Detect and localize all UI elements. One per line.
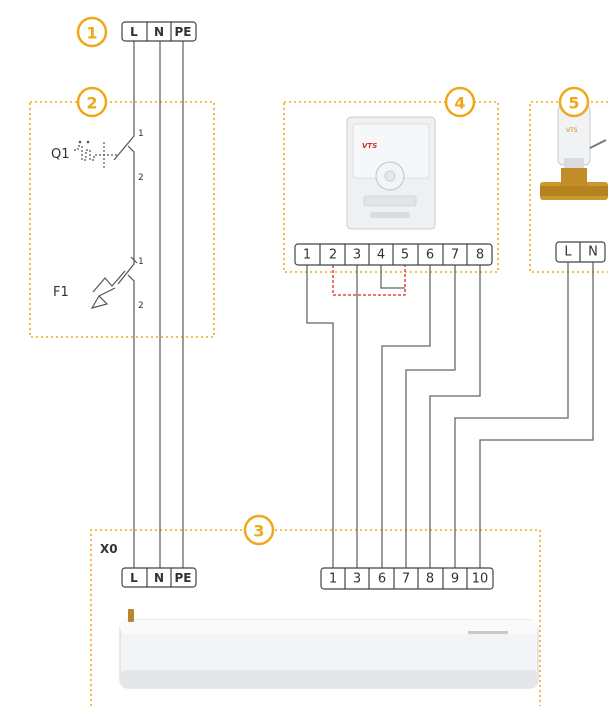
- curtain-control-terminal: 1: [329, 572, 337, 587]
- breaker-pin-bottom: 2: [138, 173, 144, 183]
- thermostat-terminal: 4: [377, 248, 385, 263]
- thermostat-terminal: 8: [476, 248, 484, 263]
- jumper-link: [332, 265, 406, 296]
- thermostat-brand: VTS: [362, 142, 377, 150]
- supply-terminal-n: N: [154, 25, 164, 39]
- box-valve: [529, 101, 608, 273]
- valve-device: VTS: [540, 104, 608, 200]
- thermostat-device: VTS: [346, 116, 436, 230]
- breaker-q1-symbol: Q1 1 2: [51, 129, 144, 183]
- relay-label: F1: [53, 285, 69, 300]
- supply-terminal-l: L: [130, 25, 138, 39]
- curtain-terminal-l: L: [130, 571, 138, 585]
- badge-1: 1: [76, 16, 108, 48]
- breaker-pin-top: 1: [138, 129, 144, 139]
- thermostat-terminal: 7: [451, 248, 459, 263]
- box-curtain: [90, 529, 541, 706]
- control-wires: [306, 262, 594, 568]
- thermostat-terminal: 5: [401, 248, 409, 263]
- x0-label: X0: [100, 542, 118, 556]
- curtain-control-terminal: 6: [378, 572, 386, 587]
- breaker-label: Q1: [51, 147, 70, 162]
- relay-f1-symbol: F1 1 2: [53, 256, 144, 311]
- thermostat-terminal: 6: [426, 248, 434, 263]
- svg-text:4: 4: [454, 94, 465, 113]
- curtain-power-terminal-block: L N PE: [121, 567, 197, 588]
- svg-text:1: 1: [86, 24, 97, 43]
- curtain-control-terminal: 8: [426, 572, 434, 587]
- svg-text:2: 2: [86, 94, 97, 113]
- thermostat-terminal: 1: [303, 248, 311, 263]
- thermostat-terminal: 2: [329, 248, 337, 263]
- curtain-terminal-pe: PE: [175, 571, 192, 585]
- curtain-control-terminal: 10: [472, 572, 489, 587]
- relay-pin-bottom: 2: [138, 301, 144, 311]
- badge-2: 2: [76, 86, 108, 118]
- curtain-control-terminal: 3: [353, 572, 361, 587]
- curtain-control-terminal-block: 1 3 6 7 8 9 10: [320, 567, 494, 590]
- box-thermostat: [283, 101, 499, 273]
- power-wires: [133, 41, 184, 568]
- curtain-control-terminal: 7: [402, 572, 410, 587]
- curtain-control-terminal: 9: [451, 572, 459, 587]
- box-protection: [29, 101, 215, 338]
- badge-4: 4: [444, 86, 476, 118]
- relay-pin-top: 1: [138, 257, 144, 267]
- svg-text:5: 5: [568, 94, 579, 113]
- valve-terminal-n: N: [588, 245, 598, 260]
- badge-3: 3: [243, 514, 275, 546]
- supply-terminal-pe: PE: [175, 25, 192, 39]
- valve-brand: VTS: [566, 127, 578, 134]
- supply-terminal-block: L N PE: [121, 21, 197, 42]
- valve-terminal-block: L N: [555, 241, 606, 263]
- valve-terminal-l: L: [564, 245, 572, 260]
- svg-text:3: 3: [253, 522, 264, 541]
- thermostat-terminal-block: 1 2 3 4 5 6 7 8: [294, 243, 493, 266]
- badge-5: 5: [558, 86, 590, 118]
- air-curtain-unit: [119, 609, 539, 689]
- curtain-terminal-n: N: [154, 571, 164, 585]
- thermostat-terminal: 3: [353, 248, 361, 263]
